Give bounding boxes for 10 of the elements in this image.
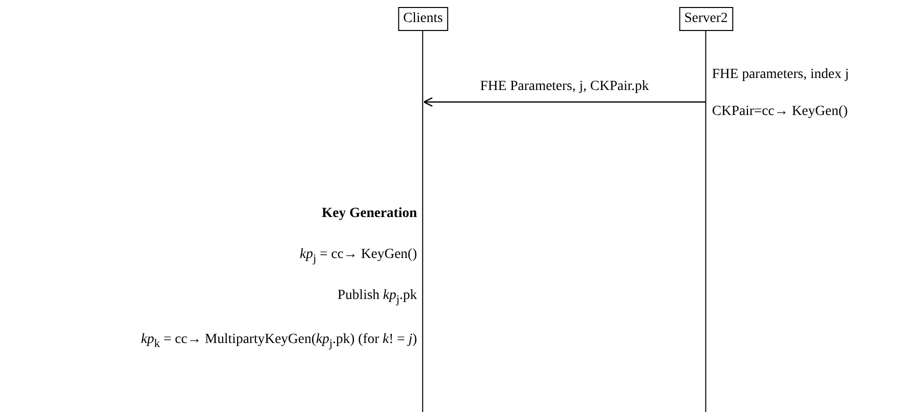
participant-box: Server2: [679, 7, 733, 31]
step-note: FHE parameters, index j: [712, 66, 849, 84]
participant-box: Clients: [398, 7, 448, 31]
step-note: kp$_{j}$ = cc→ KeyGen(): [300, 246, 417, 267]
section-heading: Key Generation: [322, 205, 417, 223]
step-note: kp$_{k}$ = cc→ MultipartyKeyGen(kp$_{j}$.pk) (for k! = j): [140, 331, 417, 352]
edge-label: FHE Parameters, j, CKPair.pk: [478, 78, 651, 96]
step-note: CKPair=cc→ KeyGen(): [712, 103, 848, 121]
message-arrow: [423, 97, 706, 107]
step-note: Publish kp$_{j}$.pk: [338, 287, 417, 308]
